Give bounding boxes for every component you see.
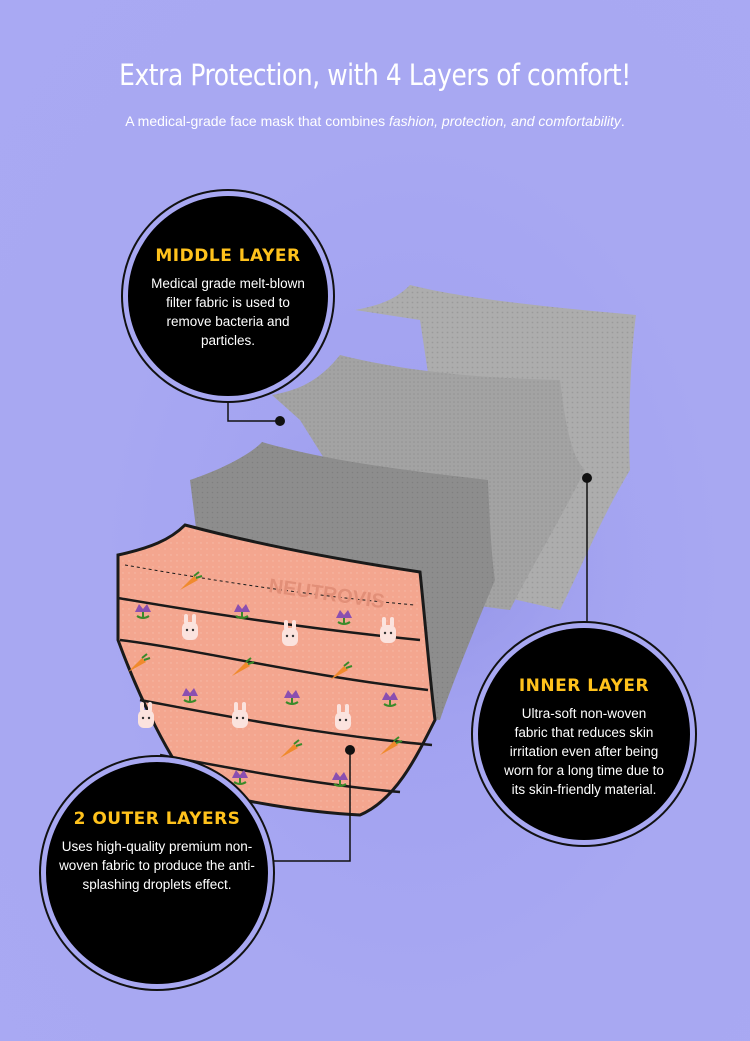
tulip-icon	[332, 772, 348, 787]
callout-connectors	[227, 396, 588, 862]
middle-layer-title: MIDDLE LAYER	[155, 246, 301, 266]
subtitle-text: A medical-grade face mask that combines	[125, 113, 389, 129]
middle-layer-callout: MIDDLE LAYER Medical grade melt-blown fi…	[128, 196, 328, 396]
outer-layers-description: Uses high-quality premium non-woven fabr…	[59, 839, 255, 892]
tulip-icon	[336, 610, 352, 625]
bunny-icon	[282, 620, 298, 646]
bunny-icon	[182, 614, 198, 640]
carrot-icon	[330, 661, 353, 680]
mask-front: NEUTROVIS	[116, 523, 437, 817]
carrot-icon	[180, 571, 203, 590]
tulip-icon	[135, 604, 151, 619]
bunny-icon	[138, 702, 154, 728]
page-title: Extra Protection, with 4 Layers of comfo…	[119, 58, 631, 92]
page-subtitle: A medical-grade face mask that combines …	[0, 113, 750, 129]
subtitle-end: .	[620, 113, 625, 129]
middle-layer-marker	[275, 416, 285, 426]
bunny-icon	[232, 702, 248, 728]
outer-layers-title: 2 OUTER LAYERS	[73, 809, 241, 829]
carrot-icon	[232, 657, 255, 676]
bunny-icon	[335, 704, 351, 730]
inner-layer-callout: INNER LAYER Ultra-soft non-woven fabric …	[478, 628, 690, 840]
tulip-icon	[182, 688, 198, 703]
inner-layer-title: INNER LAYER	[518, 676, 650, 696]
bunny-icon	[380, 617, 396, 643]
tulip-icon	[234, 604, 250, 619]
outer-layer-marker	[345, 745, 355, 755]
inner-layer-description: Ultra-soft non-woven fabric that reduces…	[504, 706, 664, 797]
tulip-icon	[232, 770, 248, 785]
carrot-icon	[380, 736, 403, 755]
subtitle-emphasis: fashion, protection, and comfortability	[389, 113, 621, 129]
outer-layers-callout: 2 OUTER LAYERS Uses high-quality premium…	[46, 762, 268, 984]
tulip-icon	[382, 692, 398, 707]
inner-layer-marker	[582, 473, 592, 483]
carrot-icon	[280, 739, 303, 758]
tulip-icon	[284, 690, 300, 705]
middle-layer-description: Medical grade melt-blown filter fabric i…	[151, 276, 305, 348]
carrot-icon	[128, 653, 151, 672]
